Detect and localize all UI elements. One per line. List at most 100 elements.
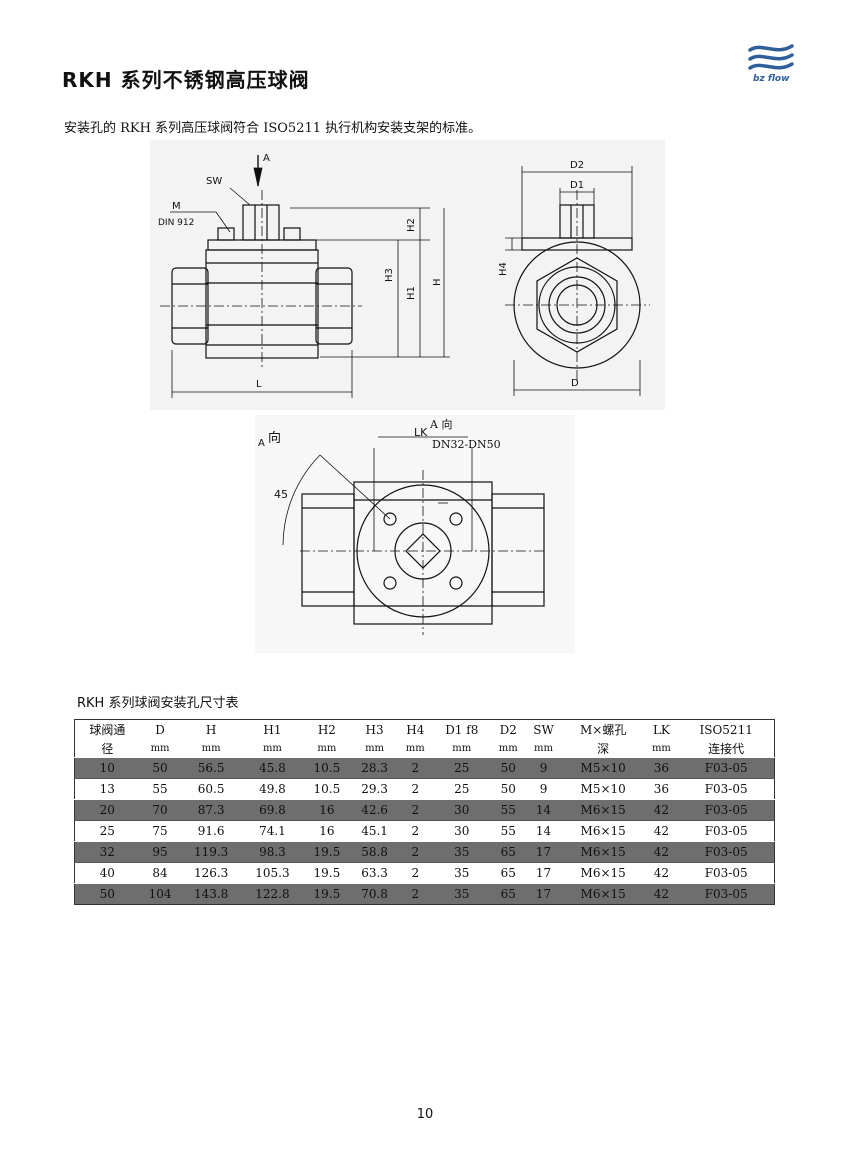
col-header: H1 <box>263 722 282 737</box>
front-view <box>160 190 362 370</box>
table-cell: 9 <box>525 778 562 800</box>
table-cell: F03-05 <box>678 841 775 863</box>
table-cell: 2 <box>398 799 433 821</box>
table-cell: 20 <box>74 799 140 821</box>
page-title: RKH 系列不锈钢高压球阀 <box>62 68 310 92</box>
table-subheader-row: 径 mm mm mm mm mm mm mm mm mm 深 mm 连接代 <box>75 739 775 758</box>
table-cell: 75 <box>139 820 181 842</box>
a-small-label: A <box>258 438 265 449</box>
table-cell: 30 <box>432 820 492 842</box>
table-cell: 65 <box>491 883 526 905</box>
table-cell: 69.8 <box>241 799 304 821</box>
table-cell: 65 <box>491 862 526 884</box>
col-header: LK <box>652 722 670 737</box>
table-cell: 35 <box>432 883 492 905</box>
table-cell: 36 <box>644 757 679 779</box>
table-cell: F03-05 <box>678 778 775 800</box>
table-cell: 49.8 <box>241 778 304 800</box>
table-cell: M5×10 <box>561 778 645 800</box>
table-cell: M6×15 <box>561 820 645 842</box>
table-cell: 105.3 <box>241 862 304 884</box>
col-subheader: mm <box>651 742 671 754</box>
table-cell: 28.3 <box>350 757 399 779</box>
col-subheader: mm <box>534 742 553 754</box>
table-caption: RKH 系列球阀安装孔尺寸表 <box>77 696 239 711</box>
col-subheader: mm <box>452 742 472 754</box>
h4-label: H4 <box>498 262 509 276</box>
col-header: H <box>205 722 217 737</box>
table-cell: M6×15 <box>561 799 645 821</box>
table-cell: 95 <box>139 841 181 863</box>
table-cell: 63.3 <box>350 862 399 884</box>
dn-range-label: DN32-DN50 <box>432 438 501 451</box>
table-cell: 35 <box>432 862 492 884</box>
col-subheader: mm <box>150 742 170 754</box>
table-cell: 104 <box>139 883 181 905</box>
table-cell: 30 <box>432 799 492 821</box>
table-cell: 2 <box>398 883 433 905</box>
table-cell: 10.5 <box>303 757 351 779</box>
l-label: L <box>256 379 262 390</box>
table-cell: 42 <box>644 862 679 884</box>
intro-text: 安装孔的 RKH 系列高压球阀符合 ISO5211 执行机构安装支架的标准。 <box>64 121 482 136</box>
table-cell: 50 <box>139 757 181 779</box>
table-cell: 58.8 <box>350 841 399 863</box>
col-header: H4 <box>406 722 425 737</box>
col-header: D2 <box>499 722 517 737</box>
table-cell: 29.3 <box>350 778 399 800</box>
table-cell: 2 <box>398 778 433 800</box>
table-cell: F03-05 <box>678 883 775 905</box>
table-cell: 19.5 <box>303 841 351 863</box>
col-subheader: mm <box>365 742 385 754</box>
front-dimensions <box>170 155 450 398</box>
table-cell: 9 <box>525 757 562 779</box>
col-header: M×螺孔 <box>580 723 627 737</box>
table-cell: 50 <box>74 883 140 905</box>
table-cell: 14 <box>525 820 562 842</box>
h1-label: H1 <box>406 286 417 300</box>
table-cell: 84 <box>139 862 181 884</box>
col-subheader: mm <box>201 742 221 754</box>
table-cell: 13 <box>74 778 140 800</box>
col-subheader: 径 <box>101 741 114 756</box>
table-cell: 42 <box>644 820 679 842</box>
a-direction-dimensions <box>282 436 473 551</box>
a-dir-title: A 向 <box>429 417 452 431</box>
wave-logo-icon <box>748 44 794 70</box>
table-cell: 2 <box>398 862 433 884</box>
lk-label: LK <box>414 426 428 439</box>
table-cell: 87.3 <box>180 799 242 821</box>
table-cell: 60.5 <box>180 778 242 800</box>
h2-label: H2 <box>406 218 417 232</box>
table-cell: F03-05 <box>678 862 775 884</box>
table-cell: 70 <box>139 799 181 821</box>
view-a-label: A <box>263 153 270 164</box>
table-cell: 40 <box>74 862 140 884</box>
table-cell: 126.3 <box>180 862 242 884</box>
page-number: 10 <box>416 1107 434 1122</box>
table-cell: 55 <box>491 820 526 842</box>
table-cell: M6×15 <box>561 883 645 905</box>
col-header: SW <box>533 722 554 737</box>
table-cell: 45.8 <box>241 757 304 779</box>
a-direction-view <box>300 470 546 635</box>
table-cell: 42 <box>644 883 679 905</box>
a-direction-label: 向 <box>268 430 281 446</box>
table-cell: 50 <box>491 757 526 779</box>
table-cell: 55 <box>491 799 526 821</box>
table-cell: 2 <box>398 841 433 863</box>
table-cell: 25 <box>432 757 492 779</box>
col-header: D1 f8 <box>445 722 479 737</box>
din-label: DIN 912 <box>158 218 194 228</box>
table-cell: 50 <box>491 778 526 800</box>
table-cell: 42 <box>644 799 679 821</box>
table-cell: 14 <box>525 799 562 821</box>
table-cell: 2 <box>398 757 433 779</box>
table-cell: 16 <box>303 799 351 821</box>
col-subheader: mm <box>317 742 337 754</box>
table-cell: M6×15 <box>561 841 645 863</box>
table-header-row: 球阀通 D H H1 H2 H3 H4 D1 f8 D2 SW M×螺孔 LK … <box>75 720 775 740</box>
